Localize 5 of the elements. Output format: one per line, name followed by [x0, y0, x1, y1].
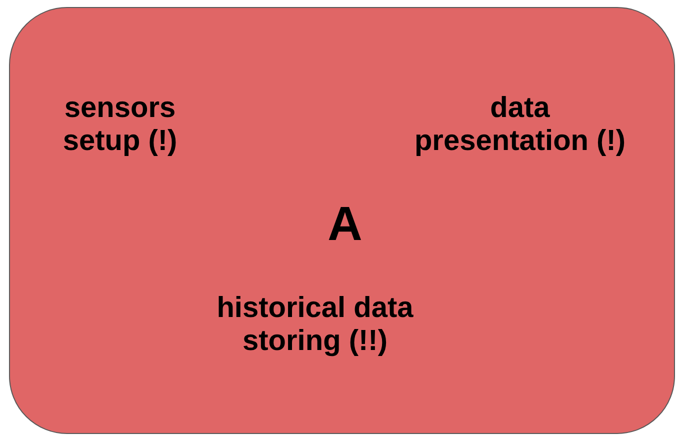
panel-heading: A [326, 198, 364, 252]
panel-text: sensors setup (!) [62, 92, 178, 158]
panel-text: data presentation (!) [413, 92, 627, 158]
rounded-panel [9, 7, 675, 434]
panel-text: historical data storing (!!) [216, 292, 414, 358]
